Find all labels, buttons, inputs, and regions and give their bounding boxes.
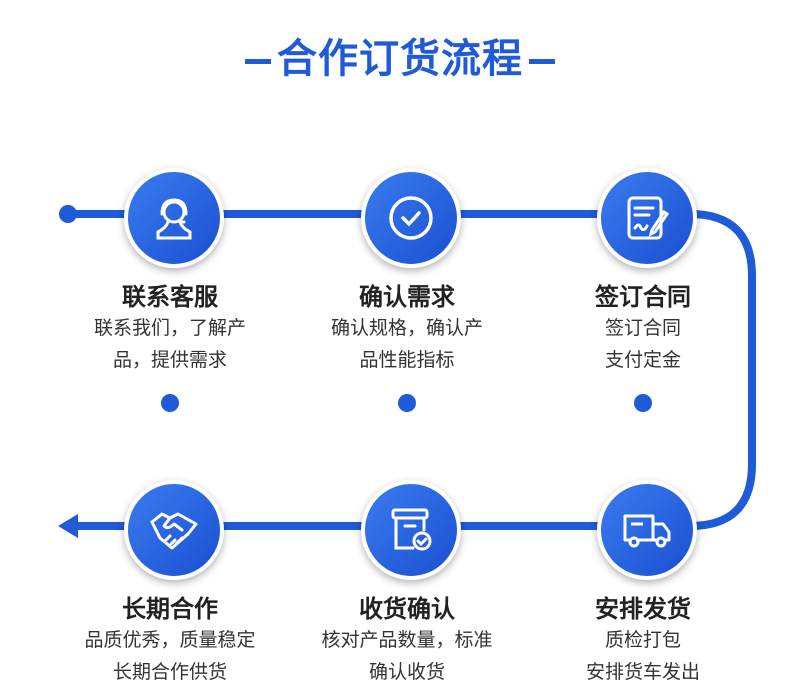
step-arrange-shipping: 安排发货质检打包安排货车发出 [533,594,753,688]
step-title: 安排发货 [595,595,691,623]
step-desc: 签订合同 [604,317,681,339]
handshake-icon [124,480,224,580]
step-title: 收货确认 [359,595,455,623]
step-desc: 品，提供需求 [112,349,227,371]
step-desc: 长期合作供货 [112,661,227,683]
step-desc: 品质优秀，质量稳定 [84,629,256,651]
step-long-term-cooperation: 长期合作品质优秀，质量稳定长期合作供货 [60,594,280,688]
page-title: 合作订货流程 [0,26,800,84]
step-desc: 安排货车发出 [585,661,700,683]
title-dash-right [529,58,555,64]
title-text: 合作订货流程 [277,36,523,82]
step-title: 确认需求 [359,283,455,311]
title-dash-left [245,58,271,64]
flow-arrow-icon [58,514,78,538]
step-confirm-receipt: 收货确认核对产品数量，标准确认收货 [297,594,517,688]
flow-line [68,210,756,530]
truck-icon [597,480,697,580]
step-sign-contract: 签订合同签订合同支付定金 [533,282,753,376]
separator-dot [398,394,416,412]
step-desc: 联系我们，了解产 [93,317,246,339]
customer-service-icon [124,168,224,268]
step-contact-service: 联系客服联系我们，了解产品，提供需求 [60,282,280,376]
step-desc: 确认收货 [368,661,445,683]
check-circle-icon [361,168,461,268]
contract-sign-icon [597,168,697,268]
separator-dot [161,394,179,412]
step-desc: 支付定金 [604,349,681,371]
step-desc: 确认规格，确认产 [330,317,483,339]
step-title: 联系客服 [122,283,218,311]
package-check-icon [361,480,461,580]
step-desc: 核对产品数量，标准 [321,629,493,651]
step-confirm-needs: 确认需求确认规格，确认产品性能指标 [297,282,517,376]
step-title: 长期合作 [122,595,218,623]
step-desc: 质检打包 [604,629,681,651]
separator-dot [634,394,652,412]
step-desc: 品性能指标 [359,349,455,371]
step-title: 签订合同 [595,283,691,311]
